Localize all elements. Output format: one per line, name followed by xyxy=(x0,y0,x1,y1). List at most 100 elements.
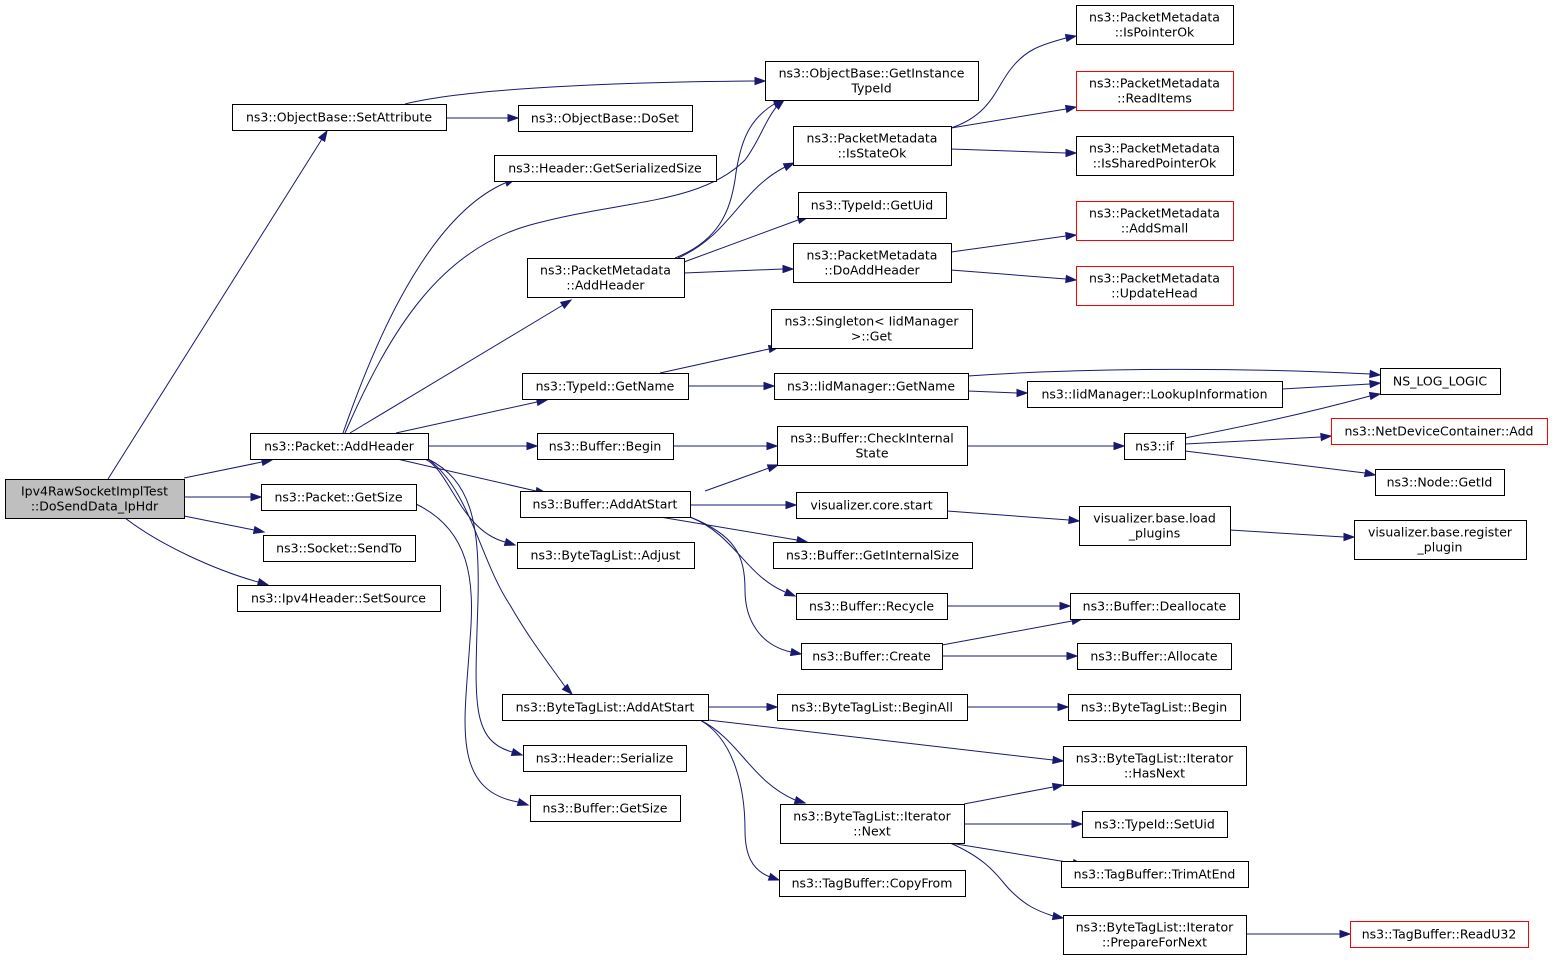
edge-line xyxy=(659,516,798,541)
edge-buffer_create-buffer_allocate xyxy=(942,651,1079,661)
node-node-getid[interactable]: ns3::Node::GetId xyxy=(1375,469,1505,496)
edge-line xyxy=(941,620,1073,646)
node-pm-readitems[interactable]: ns3::PacketMetadata::ReadItems xyxy=(1076,71,1234,111)
node-buffer-addatstart[interactable]: ns3::Buffer::AddAtStart xyxy=(520,491,691,518)
node-btl-beginall[interactable]: ns3::ByteTagList::BeginAll xyxy=(777,694,968,721)
edge-line xyxy=(967,368,1371,377)
node-box xyxy=(1076,5,1234,45)
node-label: ns3::PacketMetadata xyxy=(807,131,938,146)
node-box xyxy=(1082,811,1228,838)
edge-pm_addheader-pm_doaddheader xyxy=(683,264,795,274)
node-tagbuffer-readu32[interactable]: ns3::TagBuffer::ReadU32 xyxy=(1350,921,1529,948)
node-btl-begin[interactable]: ns3::ByteTagList::Begin xyxy=(1068,694,1241,721)
edge-arrowhead xyxy=(1363,468,1377,478)
node-btl-iter-hasnext[interactable]: ns3::ByteTagList::Iterator::HasNext xyxy=(1063,746,1247,786)
node-buffer-recycle[interactable]: ns3::Buffer::Recycle xyxy=(796,593,948,620)
node-getserializedsize[interactable]: ns3::Header::GetSerializedSize xyxy=(494,155,717,182)
node-label: ns3::TypeId::SetUid xyxy=(1094,817,1215,832)
node-iid-getname[interactable]: ns3::IidManager::GetName xyxy=(774,373,969,400)
node-viz-core-start[interactable]: visualizer.core.start xyxy=(796,492,948,519)
edge-line xyxy=(427,458,567,689)
edge-arrowhead xyxy=(252,525,266,535)
node-sendto[interactable]: ns3::Socket::SendTo xyxy=(263,535,416,562)
node-btl-adjust[interactable]: ns3::ByteTagList::Adjust xyxy=(517,542,695,569)
node-typeid-setuid[interactable]: ns3::TypeId::SetUid xyxy=(1082,811,1228,838)
node-pm-ispointerok[interactable]: ns3::PacketMetadata::IsPointerOk xyxy=(1076,5,1234,45)
node-pm-addsmall[interactable]: ns3::PacketMetadata::AddSmall xyxy=(1076,201,1234,241)
node-box xyxy=(537,433,674,460)
node-pm-doaddheader[interactable]: ns3::PacketMetadata::DoAddHeader xyxy=(793,243,952,283)
edge-arrowhead xyxy=(1066,651,1079,661)
edge-line xyxy=(183,461,263,479)
edge-pm_isstateok-pm_issharedpointerok xyxy=(950,148,1078,158)
node-tagbuffer-trimatend[interactable]: ns3::TagBuffer::TrimAtEnd xyxy=(1061,861,1249,888)
node-pm-issharedpointerok[interactable]: ns3::PacketMetadata::IsSharedPointerOk xyxy=(1076,136,1234,176)
node-pm-isstateok[interactable]: ns3::PacketMetadata::IsStateOk xyxy=(793,126,952,166)
node-btl-iter-prepare[interactable]: ns3::ByteTagList::Iterator::PrepareForNe… xyxy=(1063,915,1247,955)
edge-line xyxy=(395,401,538,434)
edge-arrowhead xyxy=(766,702,779,712)
edge-line xyxy=(950,269,1067,280)
node-btl-iter-next[interactable]: ns3::ByteTagList::Iterator::Next xyxy=(780,804,965,844)
node-label: ns3::Buffer::Deallocate xyxy=(1083,599,1227,614)
node-viz-base-registerplugin[interactable]: visualizer.base.register_plugin xyxy=(1354,520,1527,560)
node-setattr[interactable]: ns3::ObjectBase::SetAttribute xyxy=(232,104,447,131)
node-pm-updatehead[interactable]: ns3::PacketMetadata::UpdateHead xyxy=(1076,266,1234,306)
node-pkt-getsize[interactable]: ns3::Packet::GetSize xyxy=(261,484,417,511)
edge-arrowhead xyxy=(754,76,767,86)
node-btl-addatstart[interactable]: ns3::ByteTagList::AddAtStart xyxy=(502,694,709,721)
node-doset[interactable]: ns3::ObjectBase::DoSet xyxy=(518,105,693,132)
node-netdevicecontainer-add[interactable]: ns3::NetDeviceContainer::Add xyxy=(1331,418,1548,445)
edge-arrowhead xyxy=(782,162,796,172)
node-typeid-getname[interactable]: ns3::TypeId::GetName xyxy=(522,373,689,400)
node-label: ns3::TypeId::GetUid xyxy=(811,198,933,213)
node-label: ::HasNext xyxy=(1124,766,1185,781)
edge-arrowhead xyxy=(767,872,781,881)
node-box xyxy=(793,243,952,283)
node-pm-addheader[interactable]: ns3::PacketMetadata::AddHeader xyxy=(527,258,685,298)
edge-btl_beginall-btl_begin xyxy=(967,702,1070,712)
node-buffer-getsize[interactable]: ns3::Buffer::GetSize xyxy=(530,795,681,822)
node-addheader[interactable]: ns3::Packet::AddHeader xyxy=(250,433,429,460)
node-box xyxy=(793,126,952,166)
edge-iid_getname-ns_log_logic xyxy=(967,368,1382,379)
node-buffer-create[interactable]: ns3::Buffer::Create xyxy=(801,643,943,670)
edge-btl_addatstart-btl_iter_next xyxy=(699,719,807,805)
node-tagbuffer-copyfrom[interactable]: ns3::TagBuffer::CopyFrom xyxy=(779,870,966,897)
node-box xyxy=(502,694,709,721)
node-singleton-get[interactable]: ns3::Singleton< IidManager>::Get xyxy=(771,309,973,349)
edge-arrowhead xyxy=(1113,441,1126,451)
node-buffer-getinternalsize[interactable]: ns3::Buffer::GetInternalSize xyxy=(773,542,973,569)
node-buffer-deallocate[interactable]: ns3::Buffer::Deallocate xyxy=(1070,593,1240,620)
edge-line xyxy=(124,517,259,583)
node-box xyxy=(522,373,689,400)
node-label: ns3::PacketMetadata xyxy=(540,263,671,278)
node-label: ns3::TagBuffer::CopyFrom xyxy=(792,876,953,891)
node-buffer-allocate[interactable]: ns3::Buffer::Allocate xyxy=(1077,643,1232,670)
node-viz-base-loadplugins[interactable]: visualizer.base.load_plugins xyxy=(1079,506,1231,546)
node-box xyxy=(261,484,417,511)
node-ns-log-logic[interactable]: NS_LOG_LOGIC xyxy=(1380,368,1501,395)
node-header-serialize[interactable]: ns3::Header::Serialize xyxy=(523,745,687,772)
node-root[interactable]: Ipv4RawSocketImplTest::DoSendData_IpHdr xyxy=(5,479,185,519)
node-buffer-begin[interactable]: ns3::Buffer::Begin xyxy=(537,433,674,460)
edge-line xyxy=(677,166,786,259)
node-iid-lookupinformation[interactable]: ns3::IidManager::LookupInformation xyxy=(1027,381,1283,408)
node-typeid-getuid[interactable]: ns3::TypeId::GetUid xyxy=(798,192,947,219)
node-setsource[interactable]: ns3::Ipv4Header::SetSource xyxy=(237,585,441,612)
node-label: ns3::PacketMetadata xyxy=(1089,10,1220,25)
node-label: ns3::ObjectBase::GetInstance xyxy=(779,66,965,81)
node-label: visualizer.core.start xyxy=(810,498,932,513)
edge-arrowhead xyxy=(1343,532,1356,542)
edge-arrowhead xyxy=(785,500,798,510)
node-label: ns3::Singleton< IidManager xyxy=(784,314,959,329)
edge-arrowhead xyxy=(510,747,524,757)
edge-arrowhead xyxy=(1016,388,1029,398)
edge-addheader-buffer_begin xyxy=(428,441,539,451)
edge-line xyxy=(689,516,786,593)
node-box xyxy=(1079,506,1231,546)
edge-line xyxy=(699,719,796,801)
node-ns3-if[interactable]: ns3::if xyxy=(1124,433,1186,460)
